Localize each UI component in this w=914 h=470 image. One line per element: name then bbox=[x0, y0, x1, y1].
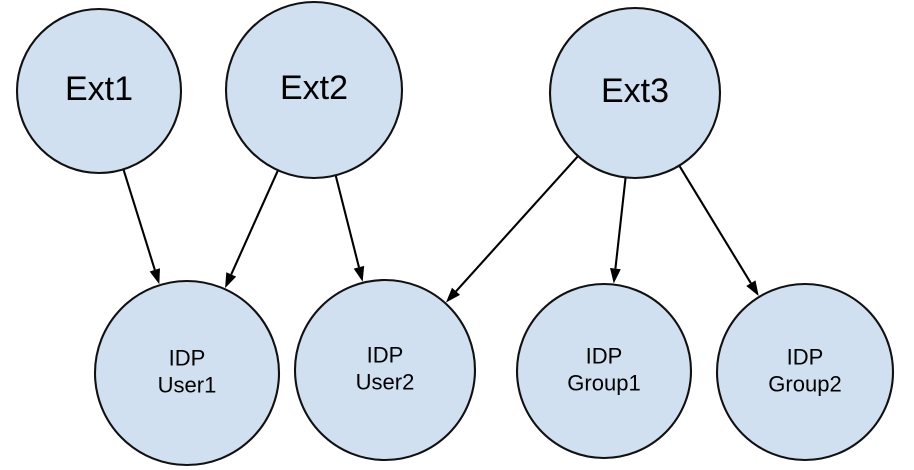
edge-ext3-to-idp-group1 bbox=[610, 177, 627, 284]
node-circle[interactable] bbox=[715, 282, 895, 462]
edge-ext3-to-idp-user2 bbox=[445, 155, 579, 303]
edge-line bbox=[230, 169, 279, 275]
edge-line bbox=[334, 175, 360, 268]
edge-ext3-to-idp-group2 bbox=[678, 165, 759, 296]
edge-ext2-to-idp-user2 bbox=[334, 175, 365, 282]
node-circle[interactable] bbox=[548, 6, 722, 180]
edge-line bbox=[122, 168, 156, 271]
node-circle[interactable] bbox=[93, 279, 281, 467]
edge-line bbox=[678, 165, 752, 284]
arrowhead-icon bbox=[353, 265, 365, 282]
node-circle[interactable] bbox=[15, 7, 183, 175]
node-circle[interactable] bbox=[515, 282, 693, 460]
node-circle[interactable] bbox=[293, 278, 477, 462]
arrowhead-icon bbox=[610, 268, 621, 284]
edge-line bbox=[455, 155, 579, 293]
arrowhead-icon bbox=[445, 287, 461, 303]
node-circle[interactable] bbox=[224, 0, 404, 180]
node-ext2[interactable]: Ext2 bbox=[224, 0, 404, 180]
edge-layer bbox=[122, 155, 759, 303]
node-ext3[interactable]: Ext3 bbox=[548, 6, 722, 180]
arrowhead-icon bbox=[746, 280, 759, 296]
arrowhead-icon bbox=[225, 272, 237, 289]
arrowhead-icon bbox=[149, 268, 160, 285]
edge-ext1-to-idp-user1 bbox=[122, 168, 160, 285]
node-ext1[interactable]: Ext1 bbox=[15, 7, 183, 175]
edge-line bbox=[614, 177, 627, 269]
edge-ext2-to-idp-user1 bbox=[225, 169, 279, 289]
